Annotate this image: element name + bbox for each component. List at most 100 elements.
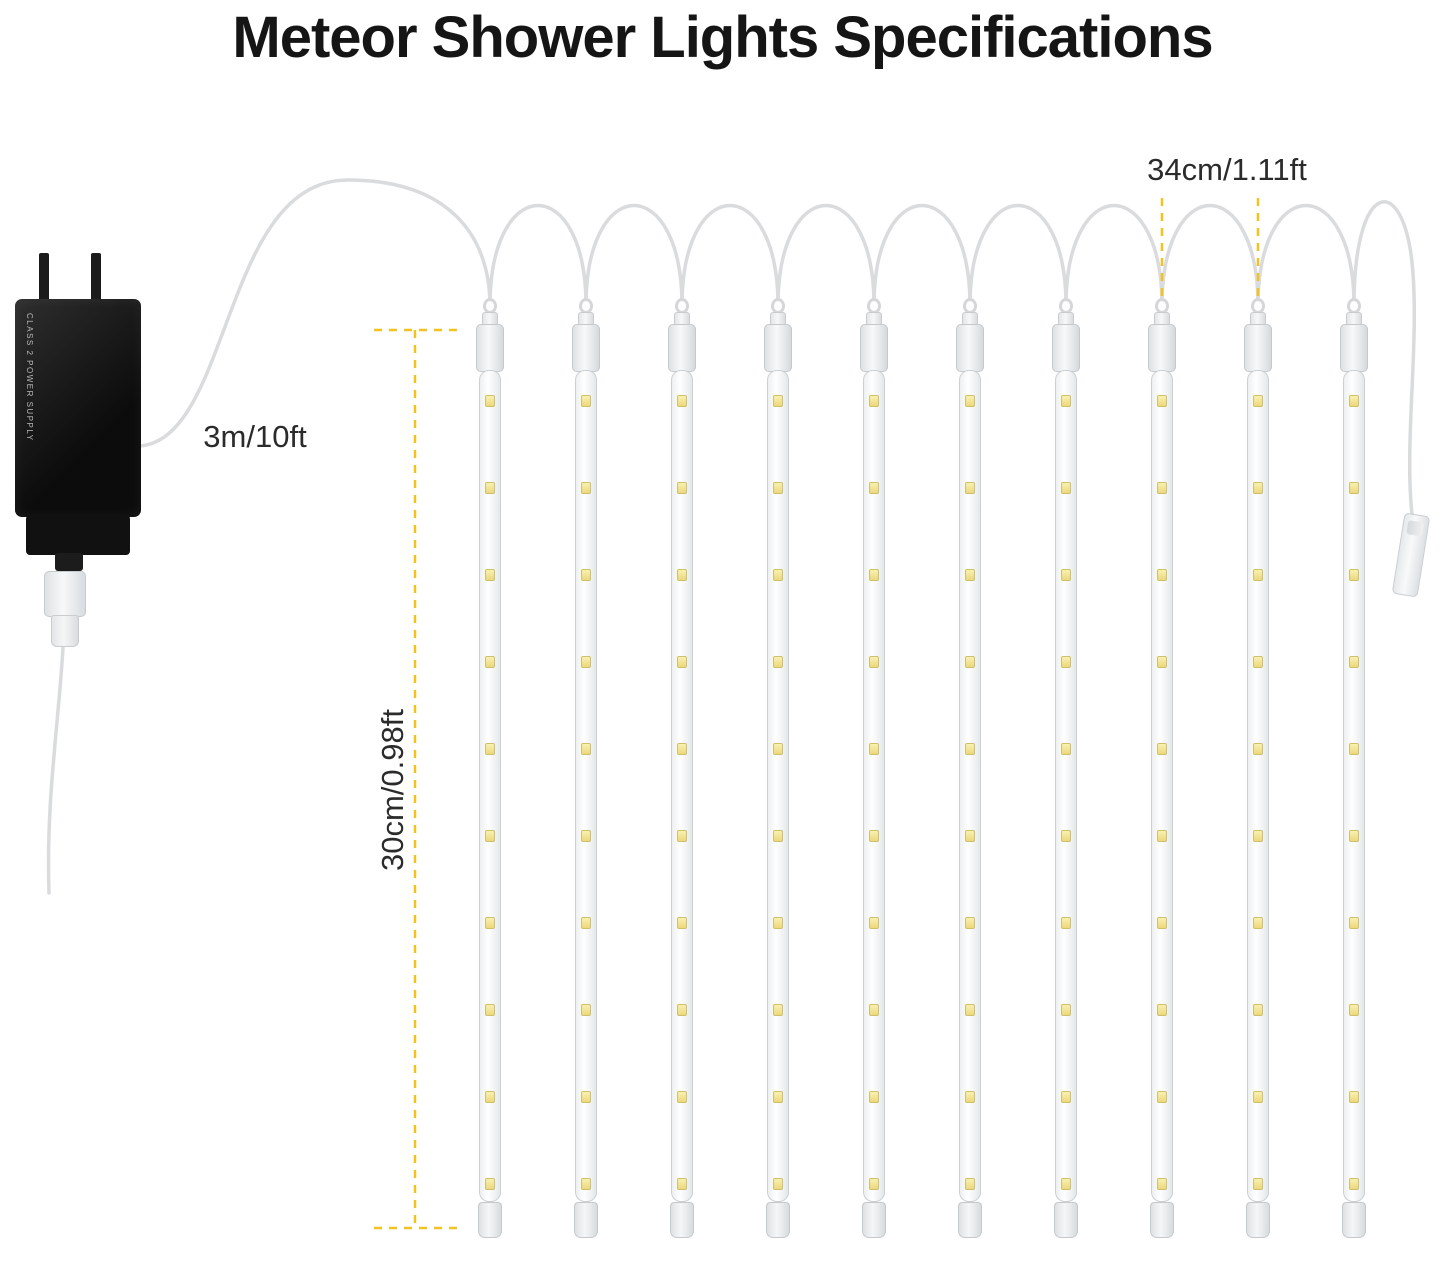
led-chip — [485, 1178, 495, 1190]
led-chip — [1157, 656, 1167, 668]
led-chip — [1157, 569, 1167, 581]
led-chip — [1253, 482, 1263, 494]
led-chip — [581, 1091, 591, 1103]
led-chip — [965, 1091, 975, 1103]
tube-link-wire — [872, 203, 972, 308]
led-chip — [677, 569, 687, 581]
tube-top-cap — [1052, 324, 1080, 372]
led-chip — [1349, 830, 1359, 842]
led-chip — [1061, 830, 1071, 842]
led-chip — [773, 569, 783, 581]
tube-body — [479, 370, 501, 1202]
tail-wire — [1352, 200, 1417, 516]
tube-bottom-cap — [1246, 1202, 1270, 1238]
tube-bottom-cap — [1150, 1202, 1174, 1238]
led-chip — [869, 1004, 879, 1016]
led-chip — [485, 1091, 495, 1103]
led-chip — [869, 656, 879, 668]
led-chip — [869, 743, 879, 755]
led-chip — [581, 569, 591, 581]
tube-top-cap — [764, 324, 792, 372]
led-chip — [677, 830, 687, 842]
led-chip — [869, 830, 879, 842]
tube-bottom-cap — [1342, 1202, 1366, 1238]
led-chip — [965, 917, 975, 929]
power-adapter: CLASS 2 POWER SUPPLY — [15, 253, 147, 653]
led-chip — [773, 482, 783, 494]
led-chip — [581, 1178, 591, 1190]
led-chip — [773, 743, 783, 755]
led-chip — [1061, 917, 1071, 929]
tube-spacing-label: 34cm/1.11ft — [1147, 152, 1307, 187]
adapter-label: CLASS 2 POWER SUPPLY — [25, 313, 34, 442]
led-chip — [773, 395, 783, 407]
led-chip — [485, 830, 495, 842]
tube-body — [1055, 370, 1077, 1202]
page-title: Meteor Shower Lights Specifications — [232, 5, 1213, 70]
led-chip — [1157, 743, 1167, 755]
tube-link-wire — [584, 203, 684, 308]
light-tube — [1244, 298, 1272, 1242]
led-chip — [1349, 395, 1359, 407]
adapter-cord-boot — [55, 553, 83, 571]
tube-body — [959, 370, 981, 1202]
led-chip — [581, 482, 591, 494]
led-chip — [485, 569, 495, 581]
adapter-cord — [46, 646, 65, 895]
led-chip — [1349, 743, 1359, 755]
led-chip — [677, 1178, 687, 1190]
led-chip — [1061, 743, 1071, 755]
led-chip — [773, 1004, 783, 1016]
tube-body — [863, 370, 885, 1202]
led-chip — [1157, 1091, 1167, 1103]
led-chip — [581, 917, 591, 929]
tube-body — [1247, 370, 1269, 1202]
tube-top-cap — [1340, 324, 1368, 372]
led-chip — [581, 1004, 591, 1016]
led-chip — [1253, 1091, 1263, 1103]
led-chip — [1253, 569, 1263, 581]
led-chip — [1061, 1178, 1071, 1190]
led-chip — [1061, 569, 1071, 581]
led-chip — [965, 482, 975, 494]
led-chip — [1157, 482, 1167, 494]
led-chip — [485, 395, 495, 407]
tube-top-cap — [1148, 324, 1176, 372]
tube-top-cap — [668, 324, 696, 372]
cord-connector-tip — [51, 615, 79, 647]
led-chip — [1061, 395, 1071, 407]
led-chip — [485, 743, 495, 755]
led-chip — [581, 395, 591, 407]
cord-length-label: 3m/10ft — [203, 419, 307, 454]
led-chip — [773, 1178, 783, 1190]
led-chip — [773, 917, 783, 929]
tube-bottom-cap — [766, 1202, 790, 1238]
light-tube — [956, 298, 984, 1242]
tube-link-wire — [1256, 203, 1356, 308]
led-chip — [1253, 1004, 1263, 1016]
led-chip — [773, 656, 783, 668]
led-chip — [1253, 917, 1263, 929]
led-chip — [965, 743, 975, 755]
led-chip — [965, 830, 975, 842]
light-tube — [668, 298, 696, 1242]
tube-bottom-cap — [478, 1202, 502, 1238]
tube-link-wire — [1064, 203, 1164, 308]
led-chip — [1157, 1178, 1167, 1190]
light-tube — [1340, 298, 1368, 1242]
led-chip — [1157, 830, 1167, 842]
light-tube — [1148, 298, 1176, 1242]
led-chip — [1157, 917, 1167, 929]
tube-body — [1151, 370, 1173, 1202]
plug-prong-left-icon — [39, 253, 49, 301]
tube-bottom-cap — [1054, 1202, 1078, 1238]
led-chip — [965, 569, 975, 581]
led-chip — [869, 482, 879, 494]
cord-connector — [44, 571, 86, 617]
adapter-base — [26, 515, 130, 555]
tube-top-cap — [572, 324, 600, 372]
led-chip — [1061, 656, 1071, 668]
tube-body — [575, 370, 597, 1202]
led-chip — [965, 1004, 975, 1016]
led-chip — [485, 1004, 495, 1016]
